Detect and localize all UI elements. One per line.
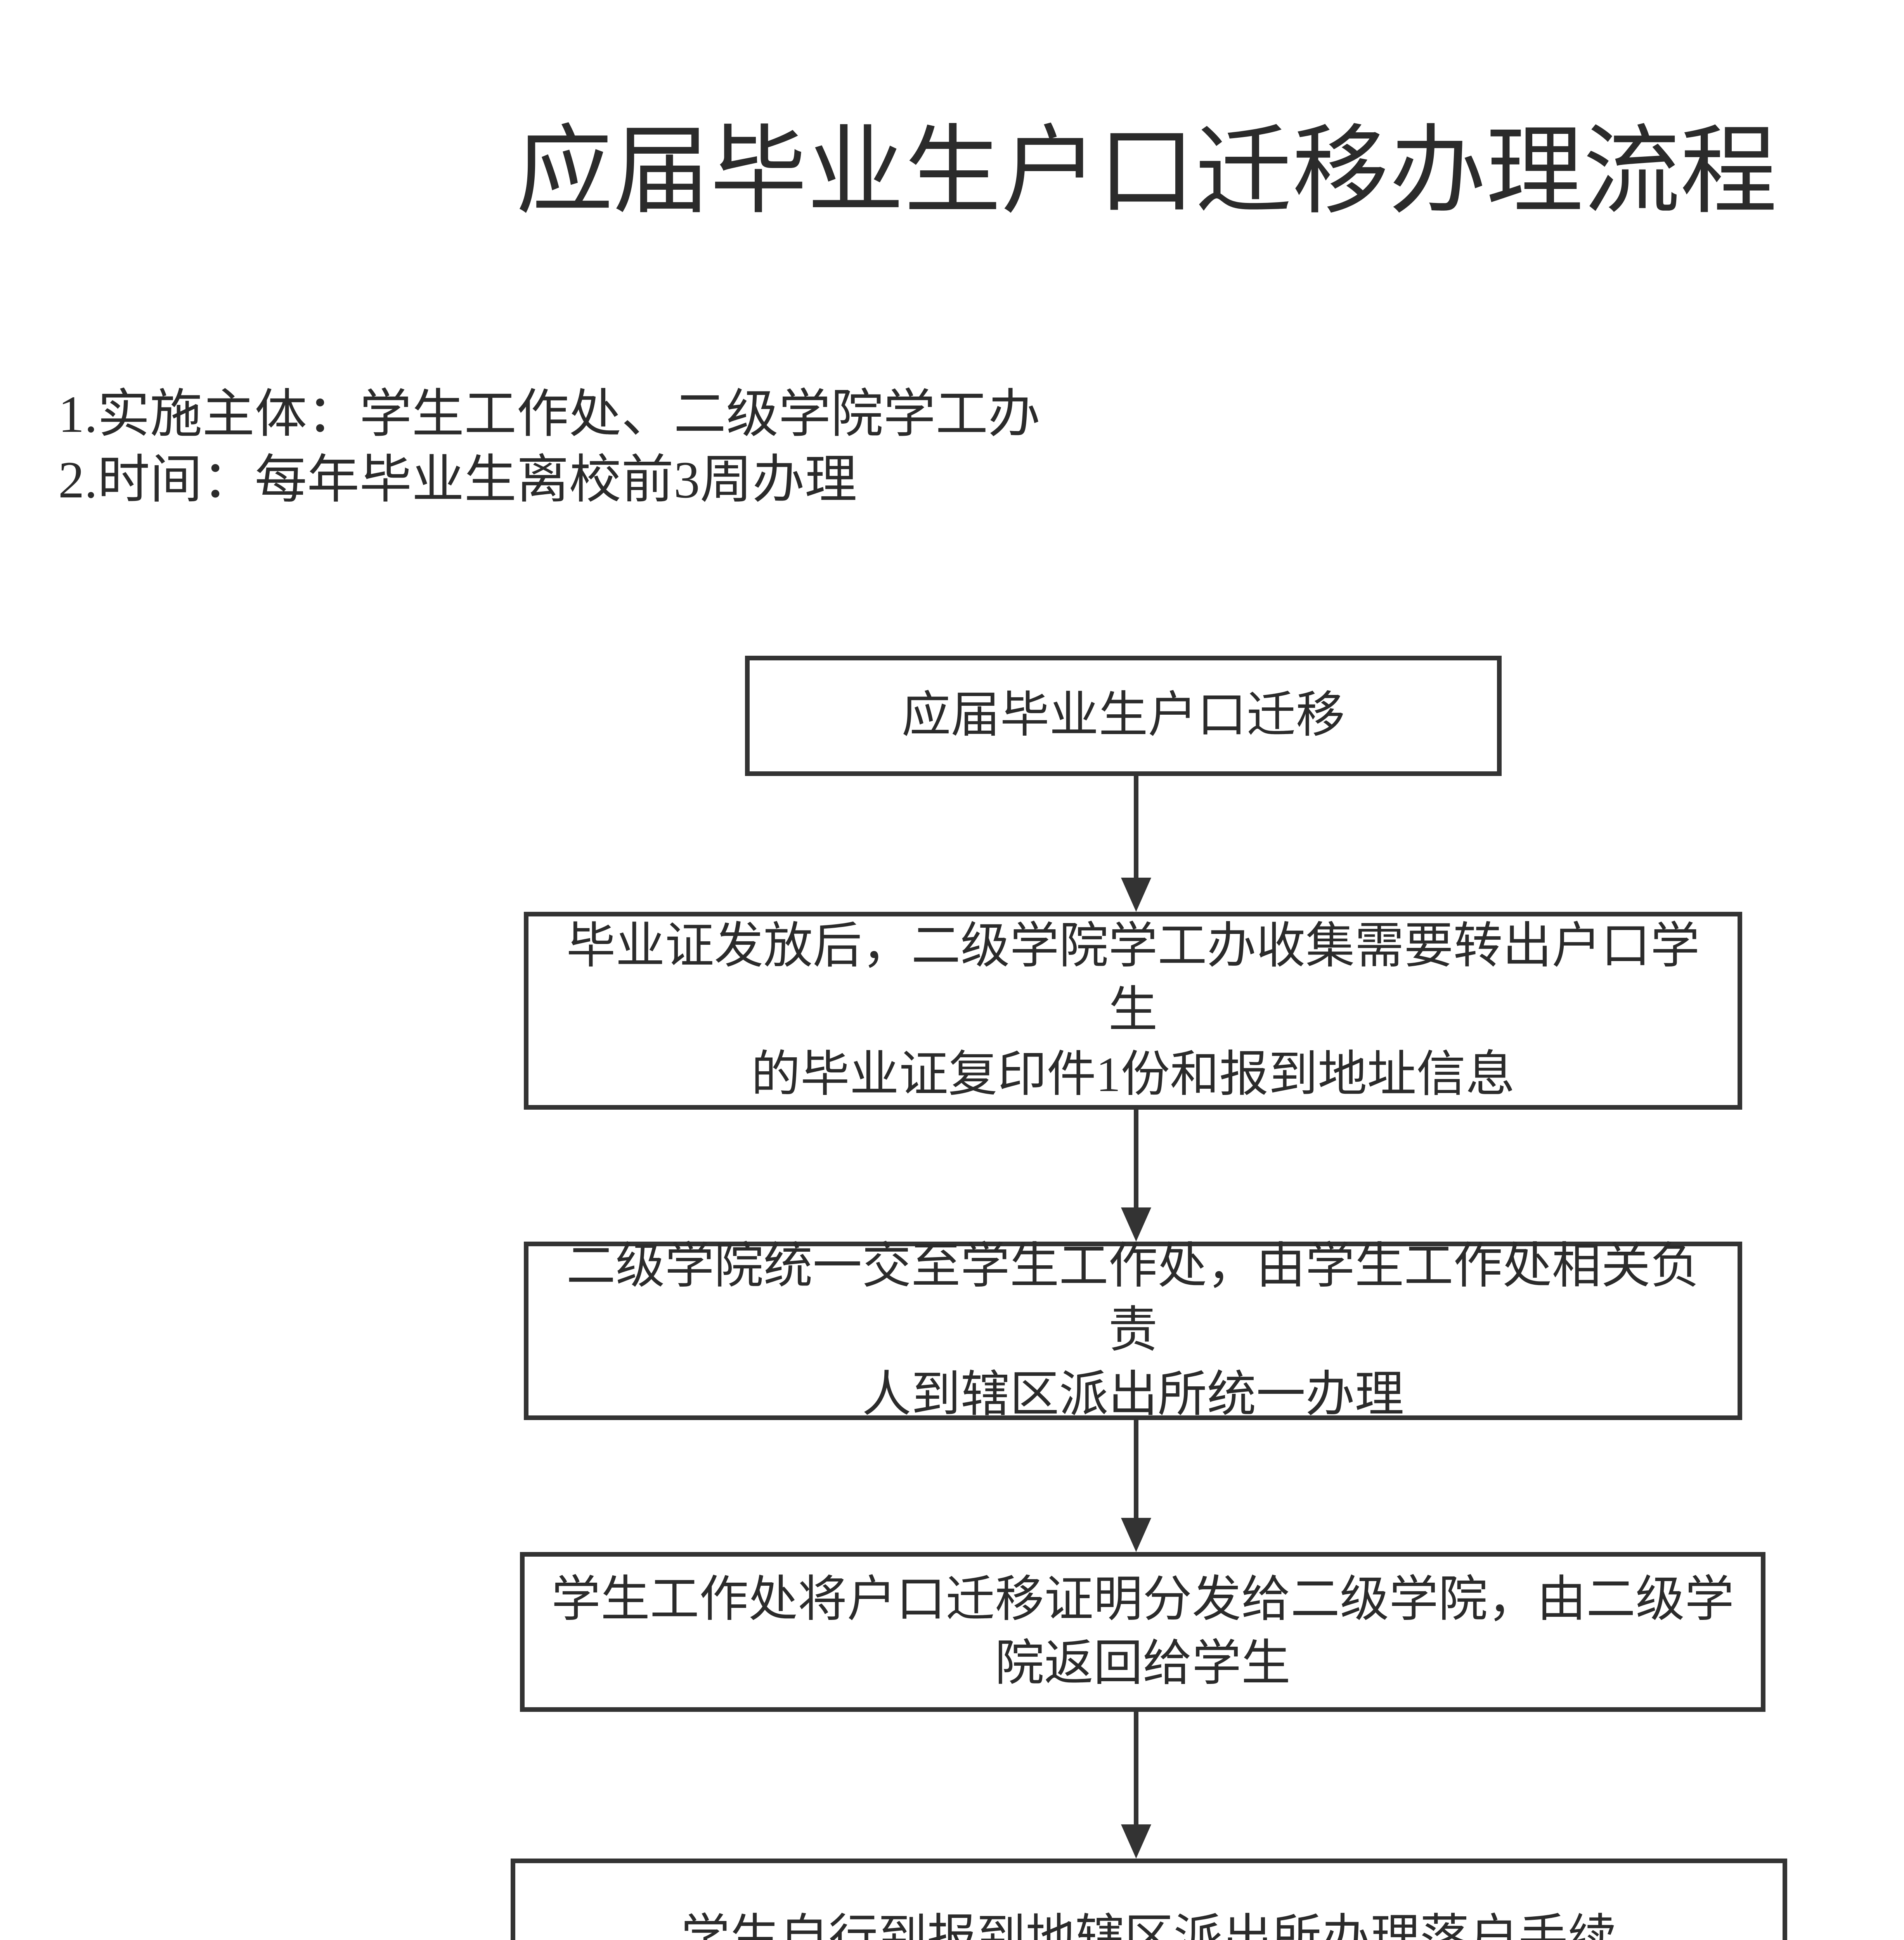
arrow-down-icon — [1121, 1824, 1151, 1859]
arrow-down-icon — [1121, 1518, 1151, 1552]
flow-arrow — [1121, 1712, 1152, 1859]
page-title: 应届毕业生户口迁移办理流程 — [516, 118, 1777, 226]
arrow-line — [1134, 1110, 1138, 1207]
note-line-time: 2.时间：每年毕业生离校前3周办理 — [58, 451, 857, 509]
arrow-down-icon — [1121, 878, 1151, 912]
note-line-implementing-body: 1.实施主体：学生工作处、二级学院学工办 — [58, 386, 1041, 443]
arrow-line — [1134, 776, 1138, 878]
flow-node-collect-materials: 毕业证发放后，二级学院学工办收集需要转出户口学生 的毕业证复印件1份和报到地址信… — [524, 912, 1742, 1110]
flow-node-start: 应届毕业生户口迁移 — [745, 656, 1502, 776]
flow-node-submit-to-student-affairs: 二级学院统一交至学生工作处，由学生工作处相关负责 人到辖区派出所统一办理 — [524, 1239, 1742, 1422]
arrow-line — [1134, 1712, 1138, 1824]
flow-arrow — [1121, 1420, 1152, 1552]
flow-node-distribute-certificates: 学生工作处将户口迁移证明分发给二级学院，由二级学 院返回给学生 — [520, 1552, 1765, 1712]
notes-block: 1.实施主体：学生工作处、二级学院学工办 2.时间：每年毕业生离校前3周办理 — [58, 382, 1040, 513]
flow-node-student-settles-household: 学生自行到报到地辖区派出所办理落户手续 — [511, 1859, 1787, 1940]
arrow-down-icon — [1121, 1207, 1151, 1242]
flow-arrow — [1121, 776, 1152, 912]
flow-arrow — [1121, 1110, 1152, 1242]
arrow-line — [1134, 1420, 1138, 1518]
